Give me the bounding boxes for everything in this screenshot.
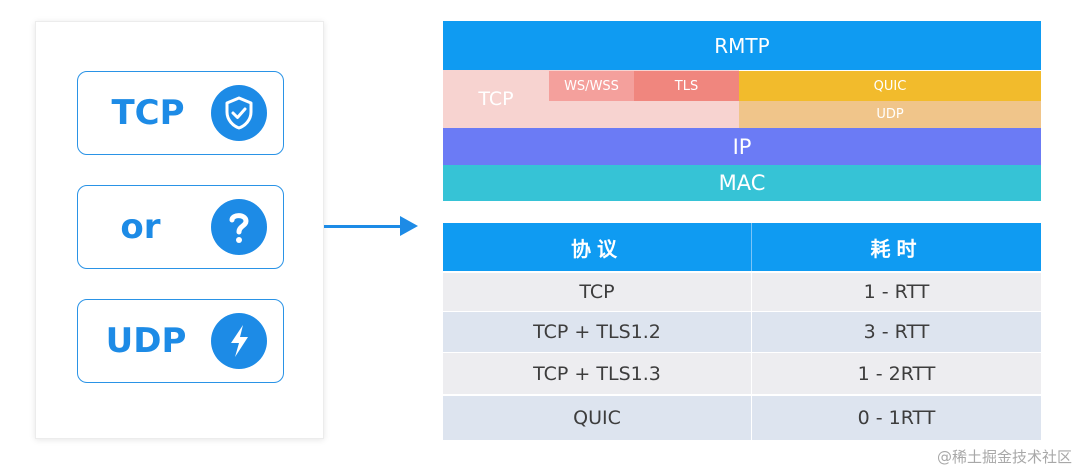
tcp-option-label: TCP: [111, 93, 185, 133]
layer-tcp-label: TCP: [478, 88, 514, 110]
header-divider: [751, 223, 752, 271]
shield-check-icon: [211, 85, 267, 141]
cell-latency: 3 - RTT: [863, 321, 930, 343]
table-row: TCP + TLS1.2 3 - RTT: [443, 312, 1041, 352]
row-divider: [751, 396, 752, 440]
flow-arrow-shaft: [324, 225, 404, 228]
cell-latency: 0 - 1RTT: [857, 407, 936, 429]
table-row: TCP + TLS1.3 1 - 2RTT: [443, 353, 1041, 394]
layer-ip: IP: [443, 128, 1041, 165]
tcp-option-box: TCP: [77, 71, 284, 155]
layer-mac: MAC: [443, 165, 1041, 201]
watermark: @稀土掘金技术社区: [936, 448, 1072, 466]
lightning-icon: [211, 313, 267, 369]
layer-udp: UDP: [739, 101, 1041, 128]
layer-tls: TLS: [634, 71, 739, 101]
udp-option-label: UDP: [105, 321, 187, 361]
table-row: QUIC 0 - 1RTT: [443, 396, 1041, 440]
cell-protocol: TCP + TLS1.2: [533, 321, 661, 343]
row-divider: [751, 312, 752, 352]
table-header: 协议 耗时: [443, 223, 1041, 271]
layer-rmtp: RMTP: [443, 21, 1041, 70]
flow-arrow-head: [400, 216, 418, 236]
header-protocol: 协议: [571, 236, 623, 261]
cell-latency: 1 - 2RTT: [857, 362, 936, 385]
or-option-label: or: [120, 207, 161, 247]
cell-latency: 1 - RTT: [863, 281, 930, 303]
row-divider: [751, 273, 752, 311]
cell-protocol: TCP: [579, 281, 615, 303]
question-icon: [211, 199, 267, 255]
layer-ws-wss: WS/WSS: [549, 71, 634, 101]
layer-quic: QUIC: [739, 71, 1041, 101]
cell-protocol: QUIC: [573, 407, 621, 429]
header-latency: 耗时: [870, 236, 923, 261]
udp-option-box: UDP: [77, 299, 284, 383]
row-divider: [751, 353, 752, 394]
table-row: TCP 1 - RTT: [443, 273, 1041, 311]
cell-protocol: TCP + TLS1.3: [533, 362, 661, 385]
or-option-box: or: [77, 185, 284, 269]
